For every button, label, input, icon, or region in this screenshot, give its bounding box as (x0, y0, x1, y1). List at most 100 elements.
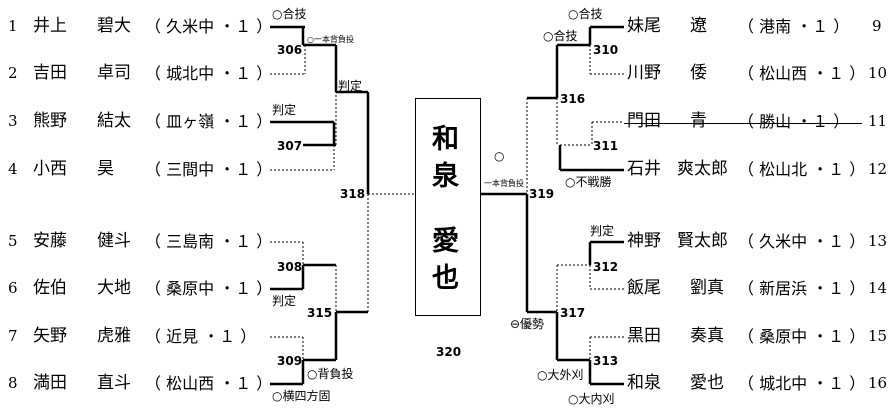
player-school: （ 三間中 ・１ ） (145, 160, 273, 179)
player-first-name: 昊 (97, 159, 114, 179)
result-label: ○合技 (272, 7, 307, 21)
player-first-name: 結太 (97, 111, 131, 131)
player-school: （ 松山西 ・１ ） (145, 374, 273, 393)
player-last-name: 吉田 (33, 63, 67, 83)
result-label: ⊖優勢 (510, 317, 545, 331)
champion-box (415, 98, 481, 316)
champion-char: 愛 (432, 226, 459, 257)
entry-number: 11 (868, 112, 888, 130)
match-number: 316 (560, 92, 586, 106)
player-last-name: 和泉 (627, 373, 661, 393)
player-last-name: 門田 (627, 111, 661, 131)
entry-number: 1 (8, 17, 18, 35)
result-label: ○横四方固 (272, 389, 331, 403)
player-school: （ 久米中 ・１ ） (738, 232, 866, 251)
player-school: （ 城北中 ・１ ） (738, 374, 866, 393)
player-school: （ 三島南 ・１ ） (145, 232, 273, 251)
entry-number: 16 (868, 374, 888, 392)
entry-number: 15 (868, 327, 888, 345)
result-label: ○合技 (568, 7, 603, 21)
player-first-name: 大地 (97, 278, 131, 298)
player-first-name: 賢太郎 (677, 231, 728, 251)
result-label: ○大内刈 (568, 392, 615, 406)
champion-char: 和 (432, 124, 459, 155)
player-last-name: 佐伯 (33, 278, 67, 298)
player-school: （ 城北中 ・１ ） (145, 64, 273, 83)
match-number: 317 (560, 306, 586, 320)
result-label: 判定 (338, 79, 363, 93)
match-number: 320 (436, 345, 462, 359)
player-last-name: 井上 (33, 16, 67, 36)
player-school: （ 久米中 ・１ ） (145, 17, 273, 36)
entry-number: 10 (868, 64, 888, 82)
entry-number: 4 (8, 160, 18, 178)
player-school: （ 松山西 ・１ ） (738, 64, 866, 83)
player-first-name: 奏真 (690, 326, 724, 346)
result-label: 判定 (272, 103, 297, 117)
result-label: 判定 (272, 294, 297, 308)
player-last-name: 妹尾 (627, 16, 661, 36)
player-school: （ 港南 ・１ ） (738, 17, 850, 36)
player-first-name: 虎雅 (97, 326, 131, 346)
withdrawn-strikethrough (624, 123, 862, 124)
player-first-name: 直斗 (97, 373, 131, 393)
match-number: 312 (593, 260, 619, 274)
player-last-name: 矢野 (33, 326, 67, 346)
entry-number: 12 (868, 160, 888, 178)
entry-number: 6 (8, 279, 18, 297)
player-first-name: 愛也 (690, 373, 724, 393)
match-number: 306 (277, 43, 303, 57)
player-first-name: 青 (690, 111, 707, 131)
match-number: 318 (340, 187, 366, 201)
entry-number: 14 (868, 279, 888, 297)
player-school: （ 近見 ・１ ） (145, 327, 257, 346)
entry-number: 13 (868, 232, 888, 250)
result-label: ○不戦勝 (565, 175, 612, 189)
player-first-name: 遼 (690, 16, 707, 36)
match-number: 311 (593, 139, 619, 153)
result-label: 一本背負投 (484, 179, 524, 188)
player-first-name: 爽太郎 (677, 159, 728, 179)
match-number: 319 (529, 187, 555, 201)
player-last-name: 満田 (33, 373, 67, 393)
player-first-name: 倭 (690, 63, 707, 83)
player-last-name: 川野 (627, 63, 661, 83)
match-number: 309 (277, 354, 303, 368)
player-school: （ 新居浜 ・１ ） (738, 279, 866, 298)
result-label: 判定 (590, 224, 615, 238)
result-label: ○背負投 (307, 367, 354, 381)
player-school: （ 桑原中 ・１ ） (145, 279, 273, 298)
entry-number: 2 (8, 64, 18, 82)
player-school: （ 桑原中 ・１ ） (738, 327, 866, 346)
result-label: ○一本背負投 (307, 35, 354, 44)
player-first-name: 健斗 (97, 231, 131, 251)
entry-number: 8 (8, 374, 18, 392)
player-last-name: 神野 (627, 231, 661, 251)
match-number: 307 (277, 139, 303, 153)
player-last-name: 小西 (33, 159, 67, 179)
match-number: 313 (593, 354, 619, 368)
result-label: ○大外刈 (537, 368, 584, 382)
player-last-name: 飯尾 (627, 278, 661, 298)
champion-char: 也 (432, 263, 459, 294)
player-first-name: 劉真 (690, 278, 724, 298)
player-first-name: 卓司 (97, 63, 131, 83)
match-number: 310 (593, 43, 619, 57)
player-last-name: 安藤 (33, 231, 67, 251)
result-label: ○ (494, 149, 505, 163)
entry-number: 5 (8, 232, 18, 250)
entry-number: 7 (8, 327, 18, 345)
player-first-name: 碧大 (97, 16, 131, 36)
player-last-name: 黒田 (627, 326, 661, 346)
match-number: 315 (307, 306, 333, 320)
entry-number: 3 (8, 112, 18, 130)
entry-number: 9 (872, 17, 882, 35)
champion-char: 泉 (432, 161, 459, 192)
player-last-name: 石井 (627, 159, 661, 179)
player-school: （ 勝山 ・１ ） (738, 112, 850, 131)
player-school: （ 皿ヶ嶺 ・１ ） (145, 112, 273, 131)
result-label: ○合技 (543, 29, 578, 43)
player-last-name: 熊野 (33, 111, 67, 131)
match-number: 308 (277, 260, 303, 274)
